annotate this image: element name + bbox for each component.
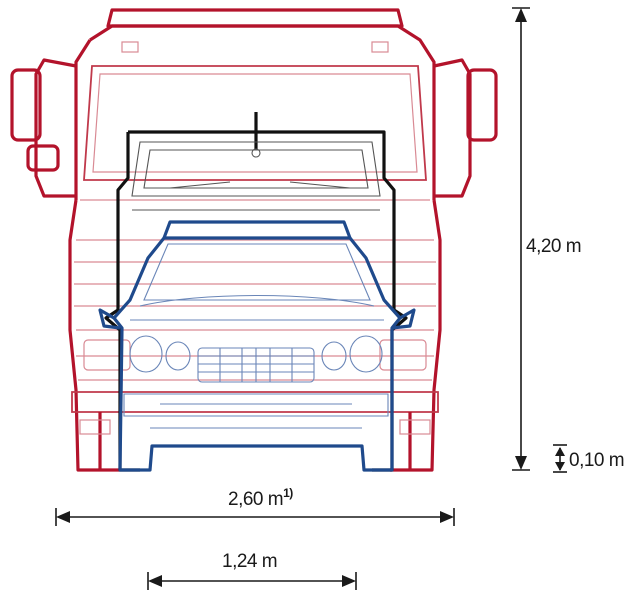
height-dimension (512, 7, 530, 471)
truck-outline (10, 8, 498, 472)
truck-width-footnote: 1) (283, 486, 293, 500)
car-width-label: 1,24 m (222, 551, 277, 572)
ground-clearance-label: 0,10 m (569, 450, 624, 471)
ground-clearance-dimension (553, 444, 567, 473)
truck-width-label: 2,60 m1) (228, 486, 293, 510)
truck-width-dimension (55, 508, 455, 526)
car-outline (98, 220, 416, 472)
car-width-dimension (147, 572, 357, 590)
truck-width-value: 2,60 m (228, 489, 283, 510)
height-total-label: 4,20 m (526, 236, 581, 257)
